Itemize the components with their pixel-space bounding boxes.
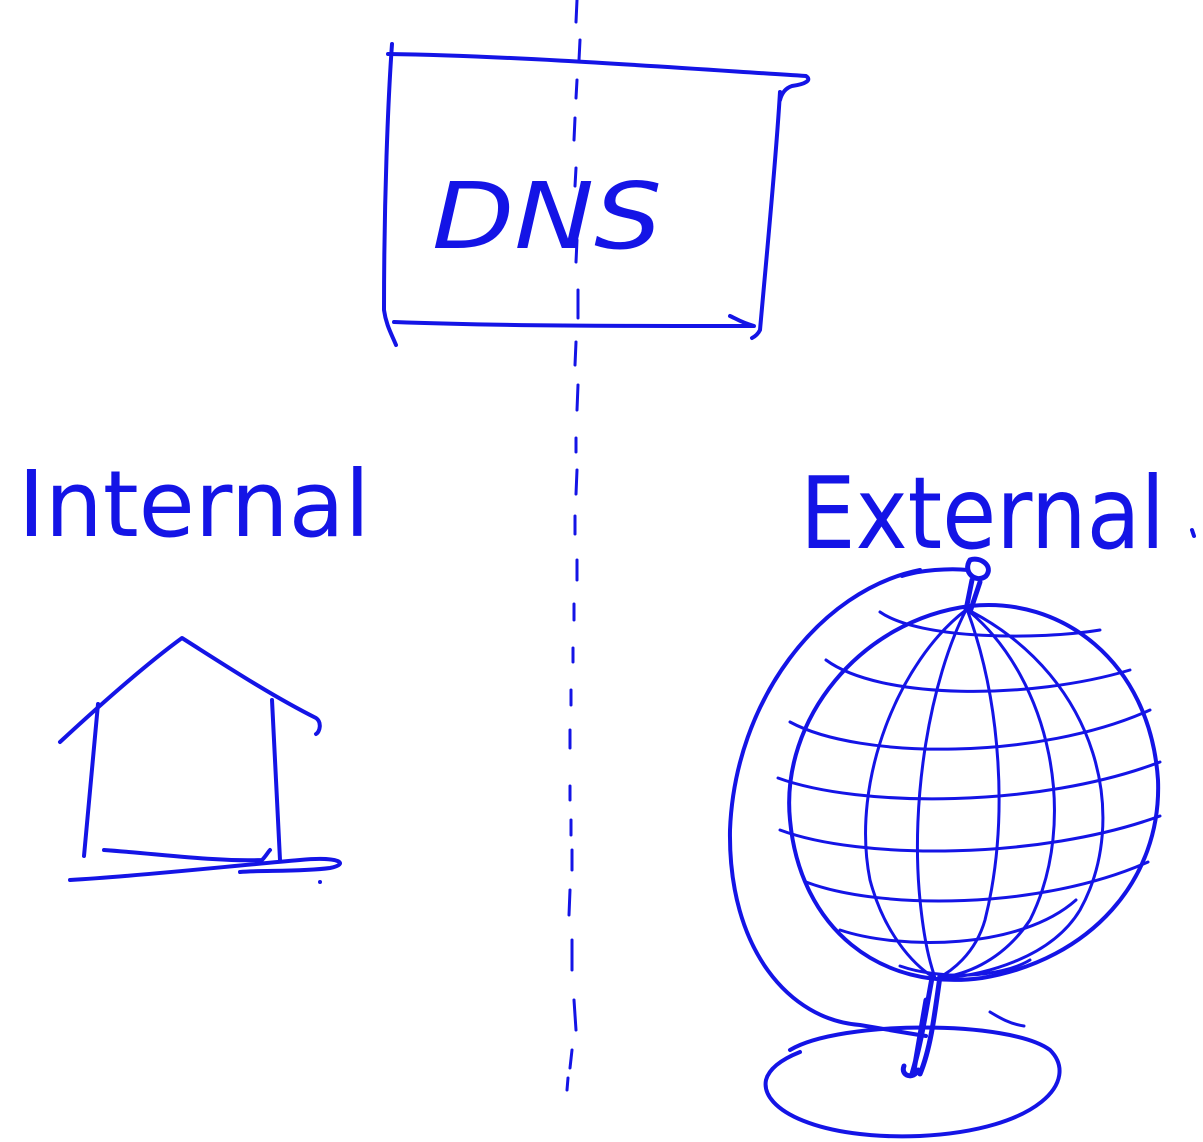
dns-label: DNS — [432, 163, 662, 270]
dns-box: DNS — [382, 42, 811, 347]
globe-icon — [727, 556, 1162, 1139]
dashed-divider — [565, 0, 582, 1092]
external-label: External — [800, 455, 1165, 572]
house-icon — [58, 636, 342, 884]
internal-label: Internal — [18, 451, 370, 558]
external-period — [1190, 528, 1196, 538]
